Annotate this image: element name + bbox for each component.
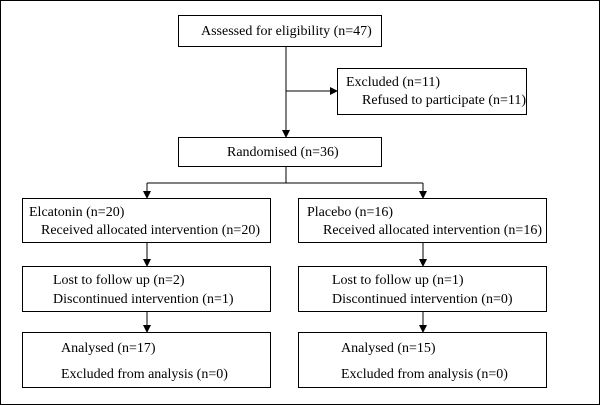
elcatonin-received: Received allocated intervention (n=20) xyxy=(41,223,260,238)
placebo-allocation-box: Placebo (n=16) Received allocated interv… xyxy=(298,198,547,243)
assessed-label: Assessed for eligibility (n=47) xyxy=(201,24,372,39)
randomised-label: Randomised (n=36) xyxy=(227,145,339,160)
elcatonin-analysis-box: Analysed (n=17) Excluded from analysis (… xyxy=(22,332,271,388)
excluded-title: Excluded (n=11) xyxy=(346,75,441,90)
excluded-reason: Refused to participate (n=11) xyxy=(362,93,527,108)
placebo-analysed: Analysed (n=15) xyxy=(341,341,436,356)
excluded-box: Excluded (n=11) Refused to participate (… xyxy=(337,68,527,115)
elcatonin-allocation-box: Elcatonin (n=20) Received allocated inte… xyxy=(22,198,271,243)
elcatonin-analysed: Analysed (n=17) xyxy=(61,341,156,356)
randomised-box: Randomised (n=36) xyxy=(178,137,382,167)
elcatonin-excluded-analysis: Excluded from analysis (n=0) xyxy=(61,367,228,382)
elcatonin-title: Elcatonin (n=20) xyxy=(29,205,125,220)
placebo-title: Placebo (n=16) xyxy=(307,205,394,220)
placebo-received: Received allocated intervention (n=16) xyxy=(323,223,542,238)
elcatonin-lost: Lost to follow up (n=2) xyxy=(53,273,185,288)
placebo-discontinued: Discontinued intervention (n=0) xyxy=(332,292,513,307)
placebo-excluded-analysis: Excluded from analysis (n=0) xyxy=(341,367,508,382)
placebo-followup-box: Lost to follow up (n=1) Discontinued int… xyxy=(298,266,547,312)
elcatonin-followup-box: Lost to follow up (n=2) Discontinued int… xyxy=(22,266,271,312)
elcatonin-discontinued: Discontinued intervention (n=1) xyxy=(53,292,234,307)
placebo-analysis-box: Analysed (n=15) Excluded from analysis (… xyxy=(298,332,547,388)
placebo-lost: Lost to follow up (n=1) xyxy=(332,273,464,288)
assessed-box: Assessed for eligibility (n=47) xyxy=(178,15,382,47)
